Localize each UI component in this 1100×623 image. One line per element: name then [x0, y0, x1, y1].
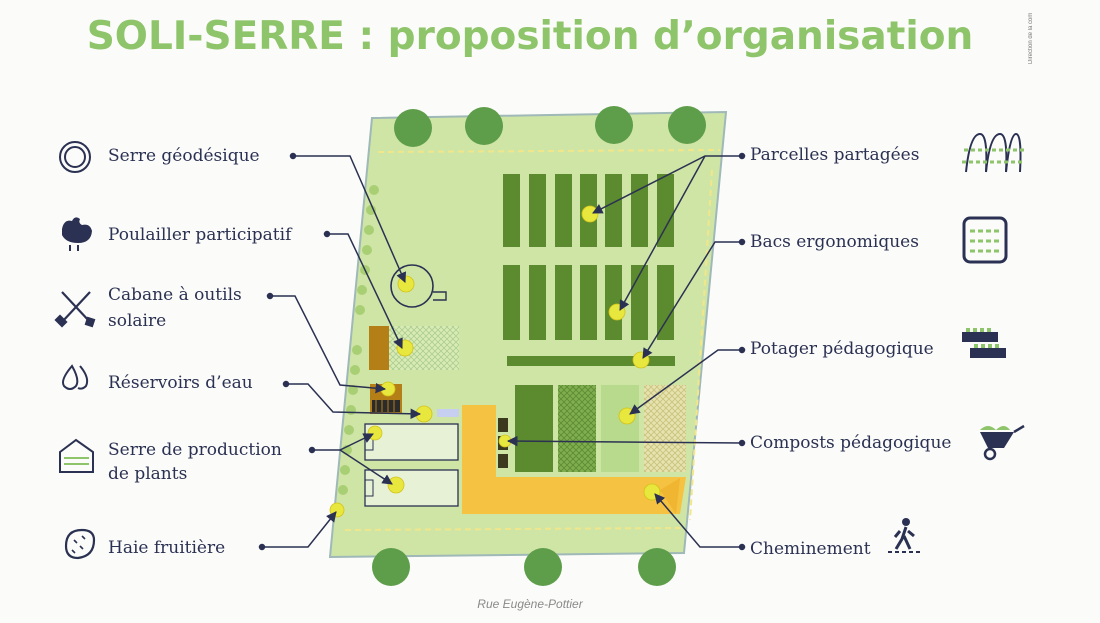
educational-garden: [515, 385, 686, 472]
geodesic-dome-icon: [59, 141, 91, 173]
leader-lines-left: [258, 152, 422, 551]
label-cheminement: Cheminement: [750, 539, 871, 559]
water-tanks: [437, 409, 459, 417]
pathway: [462, 405, 686, 514]
street-label: Rue Eugène-Pottier: [477, 597, 583, 611]
label-reservoirs: Réservoirs d’eau: [108, 373, 253, 393]
leader-lines-right: [506, 152, 746, 551]
raised-beds-icon: [962, 216, 1008, 264]
label-parcelles: Parcelles partagées: [750, 145, 920, 165]
garden-tools-icon: [54, 291, 96, 328]
label-serre-production: Serre de production: [108, 440, 282, 460]
label-potager: Potager pédagogique: [750, 339, 934, 359]
walker-icon: [888, 518, 922, 553]
educational-garden-icon: [962, 328, 1006, 358]
pathway-corner: [660, 478, 680, 514]
page-title: SOLI-SERRE : proposition d’organisation: [86, 14, 974, 59]
label-serre-production-2: de plants: [108, 464, 188, 484]
wheelbarrow-icon: [980, 424, 1025, 461]
label-cabane-outils: Cabane à outils: [108, 285, 242, 305]
shared-plots-icon: [962, 132, 1024, 173]
greenhouse-icon: [59, 438, 94, 473]
label-bacs: Bacs ergonomiques: [750, 232, 919, 252]
label-cabane-outils-2: solaire: [108, 311, 167, 331]
label-serre-geodesique: Serre géodésique: [108, 146, 260, 166]
trees: [372, 106, 706, 586]
label-composts: Composts pédagogique: [750, 433, 952, 453]
chicken-icon: [62, 217, 92, 251]
fruit-hedge: [338, 185, 379, 495]
label-poulailler: Poulailler participatif: [108, 225, 292, 245]
label-haie: Haie fruitière: [108, 538, 226, 558]
water-drop-icon: [62, 364, 89, 390]
ergonomic-bed: [507, 356, 675, 366]
chicken-coop: [369, 326, 389, 370]
fruit-icon: [64, 528, 96, 560]
